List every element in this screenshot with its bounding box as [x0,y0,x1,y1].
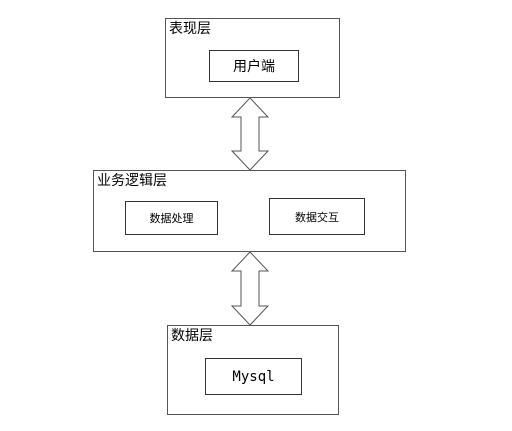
presentation-layer-title: 表现层 [169,21,211,37]
client-node: 用户端 [209,50,299,82]
data-layer: 数据层 Mysql [167,325,339,415]
data-interaction-node: 数据交互 [269,198,365,235]
business-logic-layer: 业务逻辑层 数据处理 数据交互 [93,170,406,252]
presentation-business-arrow [230,97,270,171]
mysql-node: Mysql [205,358,302,395]
presentation-layer: 表现层 用户端 [165,18,340,98]
data-processing-node: 数据处理 [125,201,218,235]
business-layer-title: 业务逻辑层 [97,173,167,189]
data-layer-title: 数据层 [171,328,213,344]
business-data-arrow [230,251,270,326]
